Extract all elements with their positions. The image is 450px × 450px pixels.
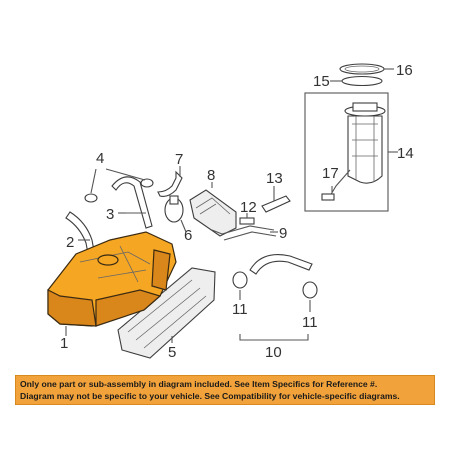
connector-hose <box>261 195 291 213</box>
callout-8: 8 <box>207 167 215 184</box>
callout-5: 5 <box>168 344 176 361</box>
callout-6: 6 <box>184 227 192 244</box>
hose-clamp-left <box>232 271 248 289</box>
float-arm <box>329 169 351 197</box>
callout-11-left: 11 <box>232 301 248 318</box>
filler-neck-hose <box>249 254 313 275</box>
callout-2: 2 <box>66 234 74 251</box>
callout-13: 13 <box>266 170 283 187</box>
evap-canister <box>189 189 237 237</box>
clamp-left <box>84 193 98 203</box>
pump-body <box>347 115 383 184</box>
notice-line-1: Only one part or sub-assembly in diagram… <box>20 379 378 389</box>
callout-3: 3 <box>106 206 114 223</box>
pump-seal <box>341 75 383 87</box>
callout-17: 17 <box>322 165 339 182</box>
fuel-pump-module-group <box>304 92 389 212</box>
lock-ring <box>339 63 385 75</box>
callout-10: 10 <box>265 344 282 361</box>
callout-9: 9 <box>279 225 287 242</box>
hose-clamp-right <box>302 281 318 299</box>
tank-filler-opening <box>97 254 119 266</box>
fuel-line <box>221 225 275 235</box>
line-connector <box>239 217 255 225</box>
callout-15: 15 <box>313 73 330 90</box>
callout-11-right: 11 <box>302 314 318 331</box>
fuel-tank <box>47 231 177 336</box>
callout-7: 7 <box>175 151 183 168</box>
float <box>321 193 335 201</box>
callout-14: 14 <box>397 145 414 162</box>
notice-line-2: Diagram may not be specific to your vehi… <box>20 391 400 401</box>
vent-hose <box>157 170 183 197</box>
filler-tube <box>111 176 153 229</box>
clamp-right <box>140 178 154 188</box>
callout-12: 12 <box>240 199 257 216</box>
pump-flange-top <box>352 102 378 112</box>
skid-plate <box>117 267 216 359</box>
notice-banner: Only one part or sub-assembly in diagram… <box>15 375 435 405</box>
callout-1: 1 <box>60 335 68 352</box>
callout-16: 16 <box>396 62 413 79</box>
callout-4: 4 <box>96 150 104 167</box>
